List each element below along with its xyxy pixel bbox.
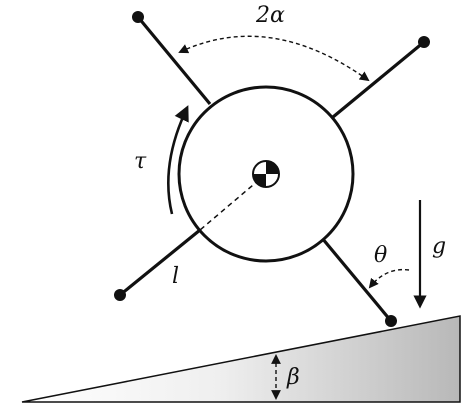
spoke-upper-left xyxy=(136,15,212,106)
torque-label: τ xyxy=(134,149,147,174)
spoke-upper-right xyxy=(331,40,426,119)
leg-length-label: l xyxy=(172,264,179,289)
spoke-angle-arc xyxy=(178,35,370,82)
torque-arrow xyxy=(167,105,189,215)
spoke-lower-left-tip xyxy=(114,289,126,301)
slope-angle-label: β xyxy=(286,365,300,390)
spoke-upper-left-tip xyxy=(132,11,144,23)
gravity-label: g xyxy=(432,234,446,259)
spoke-lower-left xyxy=(118,228,202,297)
spoke-lower-right-tip xyxy=(385,315,397,327)
contact-angle-arc xyxy=(368,268,410,289)
spoke-angle-label: 2α xyxy=(255,3,285,28)
spoke-lower-right xyxy=(320,236,393,323)
inclined-ramp xyxy=(21,315,461,403)
center-of-mass-icon xyxy=(252,160,280,188)
spoke-upper-right-tip xyxy=(418,36,430,48)
leg-length-line xyxy=(199,173,267,231)
contact-angle-label: θ xyxy=(374,243,387,268)
